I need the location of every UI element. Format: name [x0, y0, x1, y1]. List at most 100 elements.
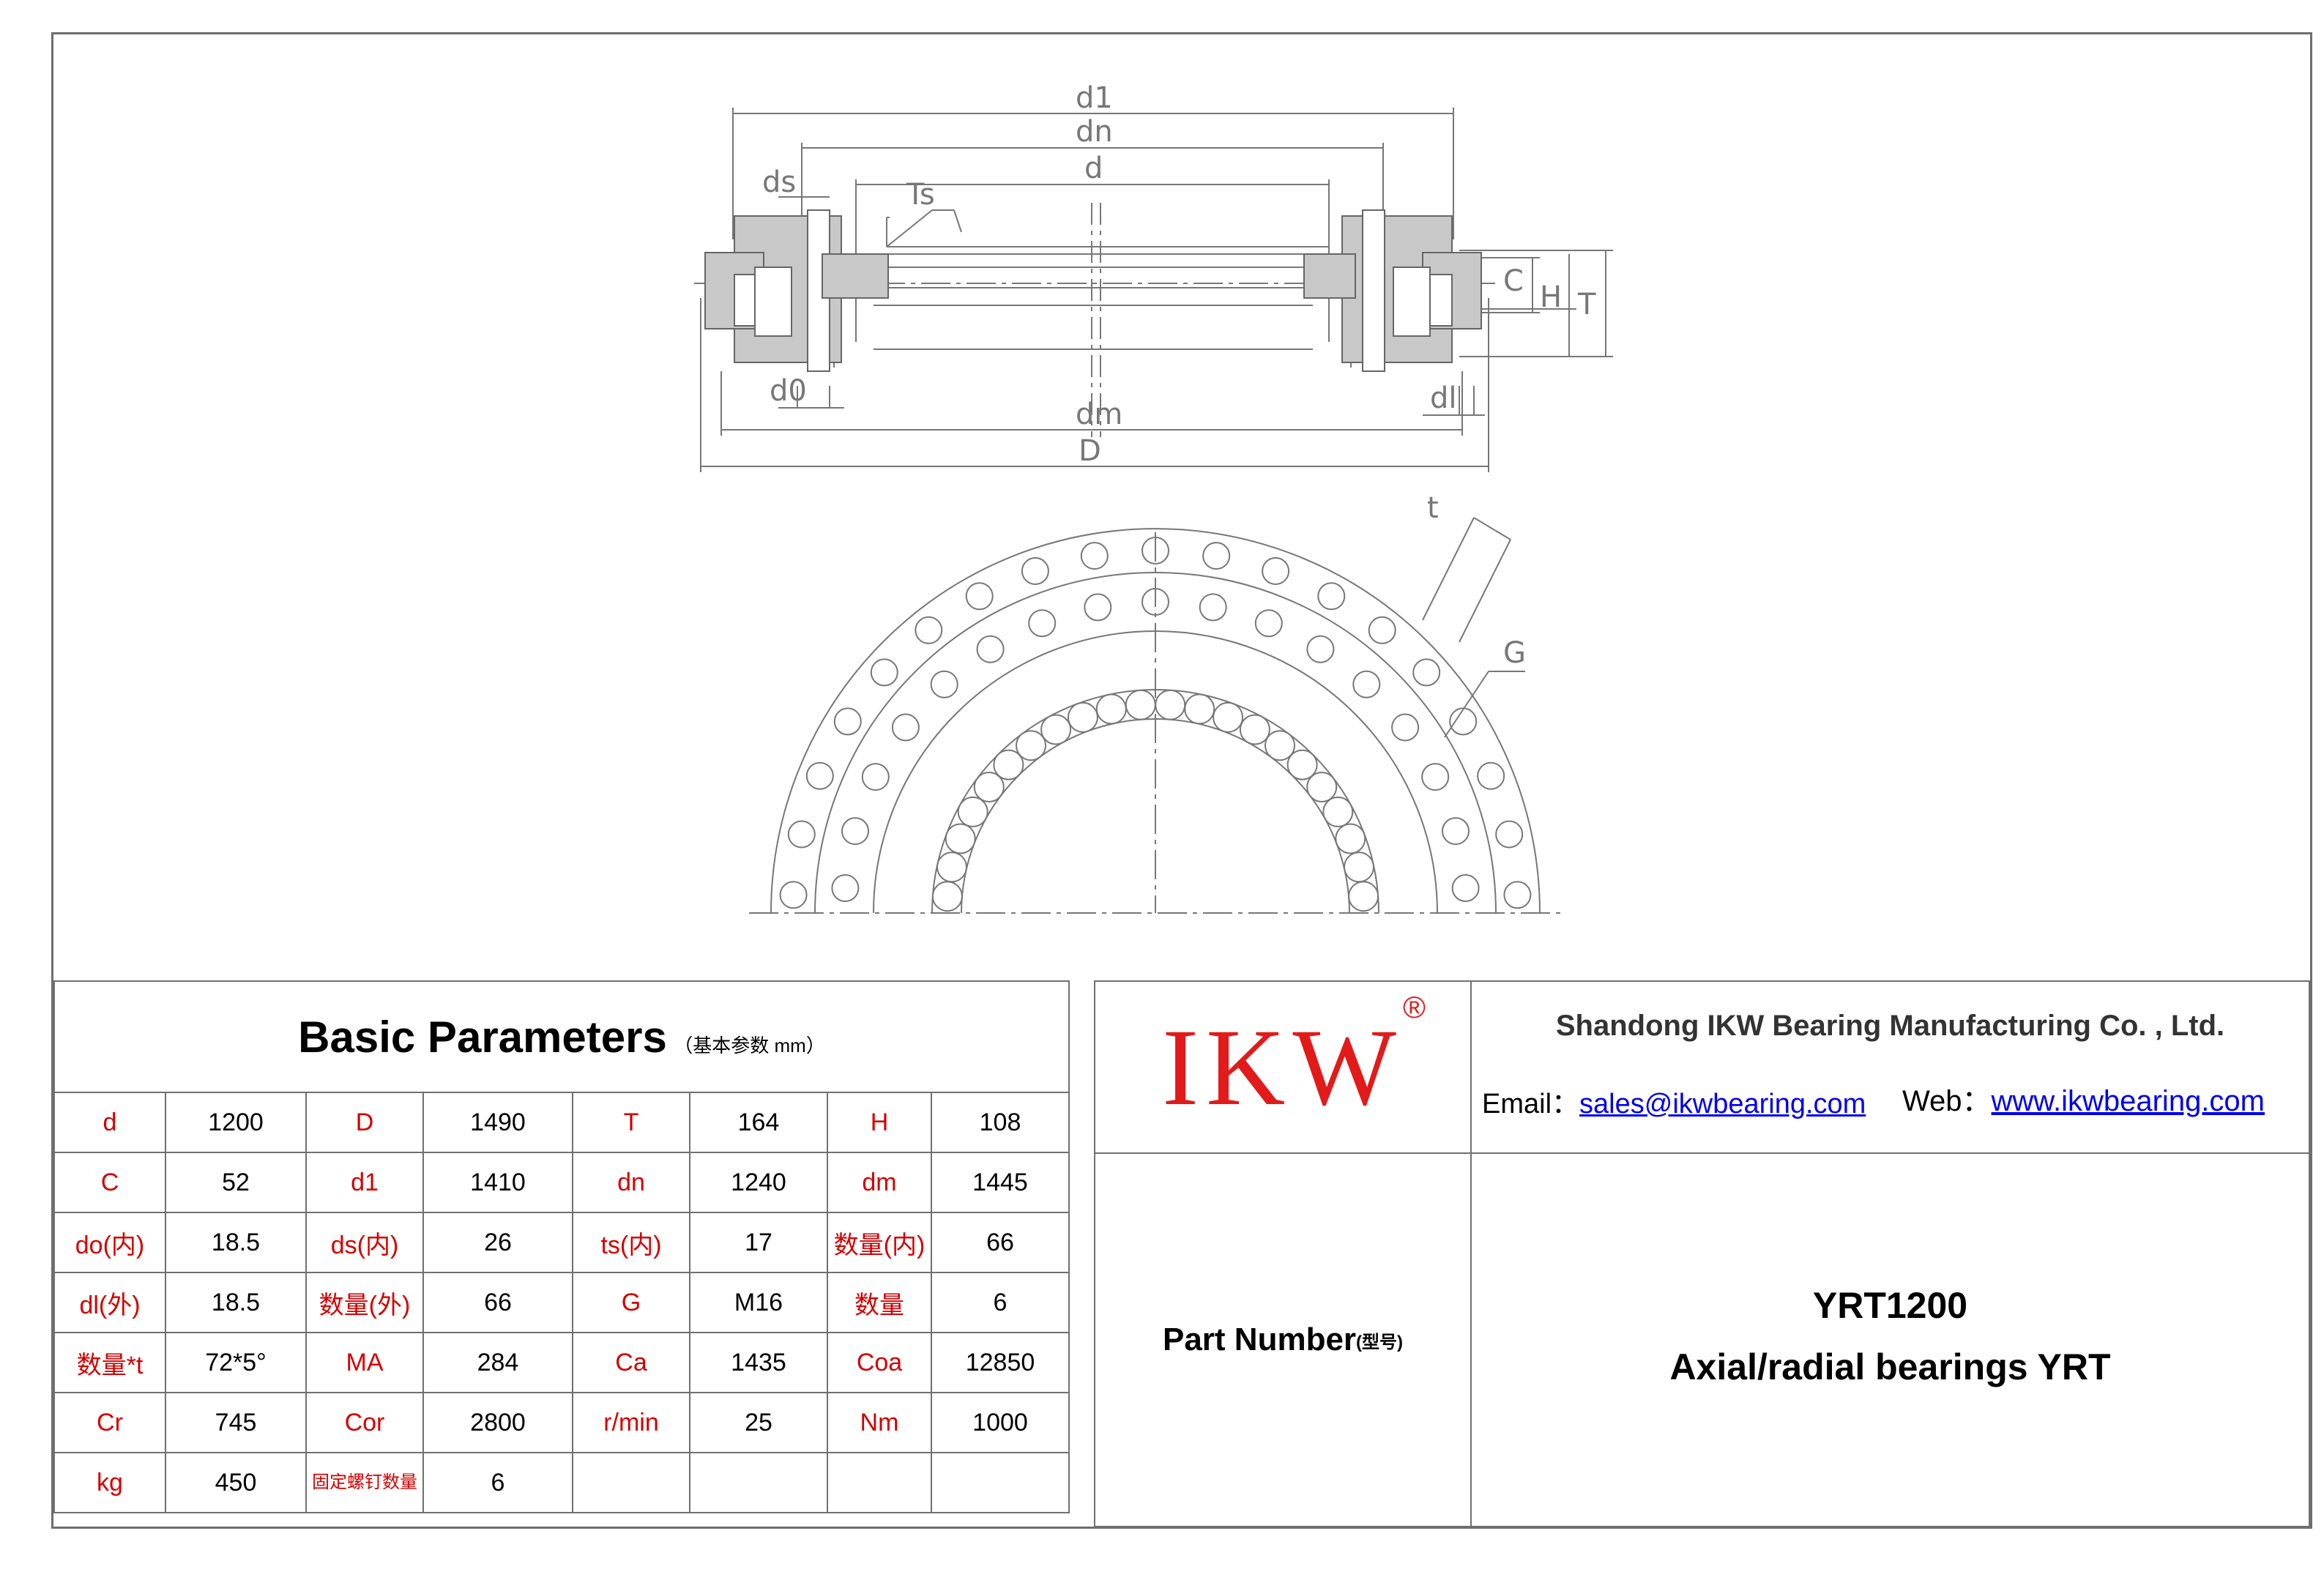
bolt-hole	[930, 670, 958, 698]
bolt-hole	[965, 582, 994, 611]
parameters-title: Basic Parameters	[298, 1012, 667, 1062]
t-label: T	[1577, 288, 1596, 321]
plan-holes	[779, 537, 1532, 912]
registered-mark: ®	[1402, 989, 1433, 1024]
d0-label: d0	[770, 374, 807, 408]
D-label: D	[1079, 434, 1101, 468]
dl-label: dl	[1430, 381, 1457, 415]
ds-label: ds	[762, 165, 796, 199]
logo-cell: IKW®	[1094, 980, 1472, 1154]
bolt-hole	[1095, 693, 1127, 725]
bolt-hole	[973, 772, 1005, 802]
param-value: 450	[165, 1452, 307, 1513]
param-value: 164	[689, 1092, 828, 1153]
param-value: 1240	[689, 1152, 828, 1213]
dm-label: dm	[1076, 398, 1122, 431]
param-label: r/min	[572, 1392, 690, 1453]
param-value: 1445	[931, 1152, 1070, 1213]
param-label: H	[827, 1092, 932, 1153]
bolt-hole	[1495, 820, 1524, 849]
technical-drawing: d1 dn d ds Ts C H T d0 dl dm D t G	[53, 34, 2310, 979]
part-number-value-cell: YRT1200 Axial/radial bearings YRT	[1470, 1152, 2310, 1527]
bolt-hole	[1348, 881, 1379, 912]
bolt-hole	[1391, 713, 1420, 742]
parameters-subtitle: （基本参数 mm）	[674, 1034, 825, 1057]
param-value: 108	[931, 1092, 1070, 1153]
param-label: C	[53, 1152, 166, 1213]
company-name: Shandong IKW Bearing Manufacturing Co. ,…	[1555, 1010, 2225, 1042]
param-value: 6	[422, 1452, 573, 1513]
param-value: 17	[689, 1212, 828, 1273]
email-link[interactable]: sales@ikwbearing.com	[1579, 1089, 1866, 1119]
bolt-hole	[1322, 796, 1354, 827]
param-value: 6	[931, 1272, 1070, 1333]
d-label: d	[1084, 152, 1103, 185]
bolt-hole	[1141, 588, 1169, 616]
web-line: Web：www.ikwbearing.com	[1902, 1077, 2265, 1119]
bolt-hole	[841, 817, 869, 846]
parameters-title-cell: Basic Parameters （基本参数 mm）	[53, 980, 1070, 1093]
drawing-sheet: d1 dn d ds Ts C H T d0 dl dm D t G	[51, 32, 2312, 1529]
param-label: d1	[305, 1152, 424, 1213]
plan-view	[749, 517, 1562, 914]
param-value: 72*5°	[165, 1332, 307, 1393]
param-value: 1000	[931, 1392, 1070, 1453]
g-label: G	[1503, 636, 1526, 670]
bolt-hole	[931, 881, 963, 912]
bolt-hole	[1040, 714, 1072, 745]
c-label: C	[1503, 264, 1524, 298]
bolt-hole	[1262, 557, 1290, 585]
part-number-label: Part Number	[1162, 1322, 1357, 1357]
bolt-hole	[1141, 537, 1169, 564]
web-link[interactable]: www.ikwbearing.com	[1991, 1085, 2265, 1117]
model-description: Axial/radial bearings YRT	[1669, 1346, 2111, 1387]
dn-label: dn	[1076, 115, 1113, 149]
param-label: Cr	[53, 1392, 166, 1453]
model-number: YRT1200	[1812, 1285, 1968, 1326]
bolt-hole	[891, 713, 920, 742]
company-logo: IKW®	[1162, 990, 1426, 1130]
param-value: 1200	[165, 1092, 307, 1153]
bolt-hole	[1306, 772, 1338, 802]
bolt-hole	[1080, 542, 1109, 570]
bolt-hole	[1477, 761, 1505, 790]
param-label: do(内)	[53, 1212, 166, 1273]
param-label: MA	[305, 1332, 424, 1393]
bolt-hole	[945, 823, 976, 854]
bolt-hole	[976, 635, 1005, 663]
bolt-hole	[1184, 693, 1215, 725]
part-number-label-cell: Part Number(型号)	[1094, 1152, 1472, 1527]
bolt-hole	[1155, 689, 1186, 720]
bolt-hole	[1451, 874, 1480, 902]
param-value: 284	[422, 1332, 573, 1393]
bolt-hole	[957, 796, 988, 827]
param-value	[689, 1452, 828, 1513]
email-label: Email：	[1482, 1089, 1580, 1119]
bolt-hole	[1503, 881, 1532, 909]
d1-label: d1	[1076, 81, 1113, 115]
bolt-hole	[1306, 635, 1335, 663]
bolt-hole	[1352, 670, 1381, 698]
param-label: Nm	[827, 1392, 932, 1453]
param-label: dn	[572, 1152, 690, 1213]
bolt-hole	[1421, 763, 1450, 791]
bolt-hole	[1344, 852, 1374, 883]
company-cell: Shandong IKW Bearing Manufacturing Co. ,…	[1470, 980, 2310, 1154]
email-line: Email：sales@ikwbearing.com	[1482, 1081, 1866, 1121]
bolt-hole	[936, 852, 967, 883]
param-value: 1410	[422, 1152, 573, 1213]
ts-label: Ts	[906, 178, 935, 212]
param-value: 66	[931, 1212, 1070, 1273]
bolt-hole	[1067, 701, 1098, 733]
param-value: 18.5	[165, 1272, 307, 1333]
param-value: 66	[422, 1272, 573, 1333]
param-label: dm	[827, 1152, 932, 1213]
bolt-hole	[861, 763, 890, 791]
bolt-hole	[1368, 616, 1396, 644]
bolt-hole	[1317, 582, 1346, 611]
param-value: 25	[689, 1392, 828, 1453]
